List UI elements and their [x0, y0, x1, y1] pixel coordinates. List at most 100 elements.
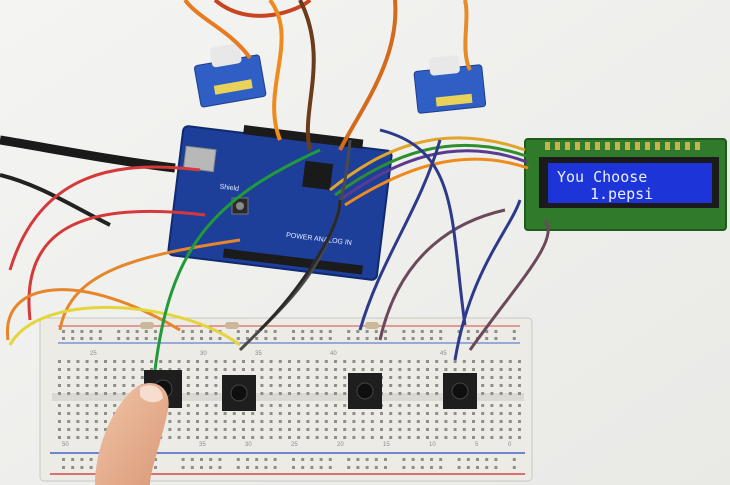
breadboard-hole: [196, 436, 199, 439]
breadboard-hole: [269, 376, 273, 379]
breadboard-hole: [214, 412, 218, 415]
breadboard-hole: [269, 384, 273, 387]
lcd-pin: [555, 142, 560, 150]
breadboard-hole: [499, 392, 503, 395]
breadboard-hole: [205, 360, 209, 363]
rail-hole: [236, 337, 240, 340]
breadboard-hole: [518, 412, 521, 415]
breadboard-hole: [481, 360, 485, 363]
breadboard-hole: [223, 412, 227, 415]
breadboard-hole: [76, 376, 80, 379]
breadboard-hole: [416, 368, 420, 371]
lcd-pin: [575, 142, 580, 150]
breadboard-hole: [251, 412, 255, 415]
breadboard-hole: [232, 436, 236, 439]
breadboard-hole: [334, 412, 337, 415]
servo-sticker: [435, 93, 473, 107]
breadboard-hole: [288, 420, 291, 423]
servo-horn: [209, 43, 242, 68]
rail-hole: [347, 458, 351, 461]
breadboard-hole: [472, 436, 475, 439]
breadboard-hole: [508, 392, 512, 395]
resistors: [140, 322, 379, 329]
rail-hole: [135, 337, 139, 340]
rail-hole: [273, 458, 277, 461]
breadboard-hole: [214, 420, 218, 423]
breadboard-hole: [113, 368, 117, 371]
breadboard-hole: [168, 360, 172, 363]
rail-hole: [144, 330, 148, 333]
jumper-wire-black: [258, 199, 342, 332]
breadboard-hole: [315, 376, 319, 379]
rail-hole: [476, 466, 479, 469]
rail-hole: [273, 337, 277, 340]
push-button-2[interactable]: [222, 375, 256, 411]
center-channel: [52, 393, 524, 401]
rail-hole: [365, 466, 369, 469]
breadboard-hole: [315, 392, 319, 395]
breadboard-hole: [398, 376, 402, 379]
breadboard-hole: [104, 404, 107, 407]
breadboard-hole: [499, 384, 503, 387]
breadboard-hole: [444, 436, 448, 439]
push-button-cap: [356, 382, 374, 400]
breadboard-hole: [288, 360, 291, 363]
breadboard-hole: [481, 412, 485, 415]
breadboard-hole: [426, 376, 429, 379]
breadboard-hole: [499, 404, 503, 407]
breadboard-hole: [481, 436, 485, 439]
servo-horn: [428, 55, 460, 76]
jumper-wire-yellow: [8, 305, 241, 347]
rail-hole: [494, 330, 498, 333]
rail-hole: [365, 337, 369, 340]
breadboard-hole: [416, 420, 420, 423]
rail-hole: [209, 458, 213, 461]
breadboard-hole: [278, 384, 282, 387]
breadboard-hole: [453, 436, 457, 439]
breadboard-hole: [416, 392, 420, 395]
breadboard-hole: [67, 376, 71, 379]
breadboard-hole: [389, 436, 393, 439]
push-button-4[interactable]: [443, 373, 477, 409]
rail-hole: [430, 466, 433, 469]
jumper-wire-brown: [378, 208, 506, 341]
rail-hole: [310, 466, 314, 469]
usb-cable: [0, 135, 176, 173]
breadboard-hole: [76, 404, 80, 407]
rail-hole: [328, 330, 332, 333]
breadboard-hole: [269, 436, 273, 439]
breadboard-hole: [104, 376, 107, 379]
breadboard-hole: [508, 368, 512, 371]
breadboard-hole: [186, 376, 190, 379]
push-button-cap: [230, 384, 248, 402]
breadboard-hole: [251, 360, 255, 363]
breadboard-hole: [508, 376, 512, 379]
breadboard-hole: [122, 368, 126, 371]
rail-hole: [439, 337, 443, 340]
rail-hole: [117, 337, 121, 340]
breadboard-hole: [94, 412, 98, 415]
breadboard-hole: [85, 404, 89, 407]
breadboard-hole: [186, 436, 190, 439]
breadboard-hole: [306, 392, 310, 395]
breadboard-hole: [426, 436, 429, 439]
arduino-shield: Shield POWER ANALOG IN: [167, 125, 393, 281]
jumper-wire-blue: [379, 128, 467, 326]
breadboard-hole: [490, 392, 494, 395]
rail-hole: [384, 466, 387, 469]
breadboard-hole: [196, 360, 199, 363]
breadboard-hole: [508, 412, 512, 415]
breadboard-hole: [370, 428, 374, 431]
lcd-pin: [655, 142, 660, 150]
rail-hole: [190, 337, 194, 340]
column-number-top: 30: [200, 351, 207, 357]
breadboard-hole: [407, 384, 411, 387]
breadboard-hole: [370, 420, 374, 423]
rail-hole: [347, 337, 351, 340]
breadboard-hole: [334, 404, 337, 407]
rail-hole: [430, 330, 433, 333]
breadboard-hole: [288, 428, 291, 431]
breadboard-hole: [242, 360, 245, 363]
push-button-3[interactable]: [348, 373, 382, 409]
